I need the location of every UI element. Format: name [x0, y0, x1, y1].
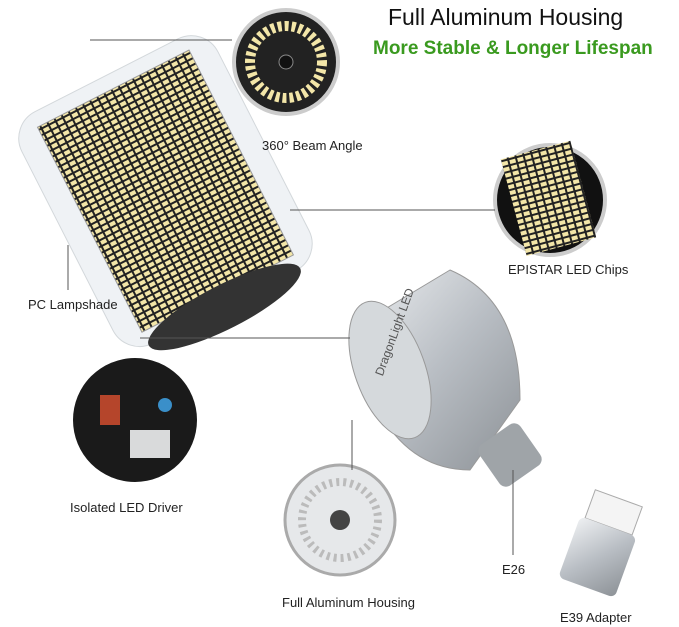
headline: Full Aluminum Housing [388, 4, 624, 30]
label-beam-angle: 360° Beam Angle [262, 138, 363, 153]
leader-lines [67, 39, 514, 555]
label-lampshade: PC Lampshade [28, 297, 118, 312]
label-e39-adapter: E39 Adapter [560, 610, 632, 625]
driver-inset [73, 358, 197, 482]
corn-bulb [18, 35, 313, 351]
housing-bottom-view [283, 463, 397, 577]
subheadline: More Stable & Longer Lifespan [373, 38, 653, 59]
beam-angle-inset [232, 8, 340, 116]
aluminum-housing: DragonLight LED [348, 269, 542, 487]
label-led-chips: EPISTAR LED Chips [508, 262, 629, 277]
e39-adapter [559, 489, 643, 597]
led-chips-inset [493, 140, 607, 257]
label-driver: Isolated LED Driver [70, 500, 183, 515]
label-housing: Full Aluminum Housing [282, 595, 415, 610]
label-e26: E26 [502, 562, 526, 577]
